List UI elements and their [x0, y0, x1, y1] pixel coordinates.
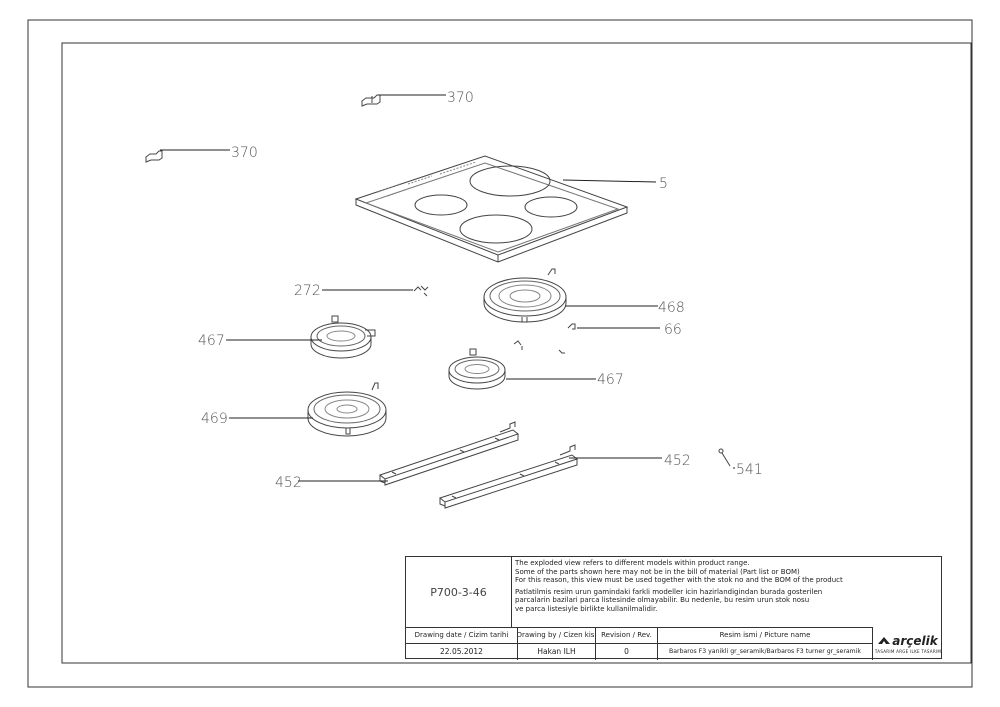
note-en-1: The exploded view refers to different mo… — [515, 559, 750, 567]
part-541-screw — [718, 448, 731, 467]
row-divider — [406, 627, 873, 628]
title-block: P700-3-46 The exploded view refers to di… — [405, 556, 943, 660]
part-467-heater-left — [310, 315, 376, 359]
part-5-hob-glass — [354, 155, 629, 263]
callout-467-centre: 467 — [597, 372, 624, 388]
logo-name: arçelik — [892, 633, 938, 648]
note-en-2: Some of the parts shown here may not be … — [515, 567, 800, 576]
drawing-code: P700-3-46 — [406, 557, 512, 627]
header-revision: Revision / Rev. — [596, 627, 658, 643]
logo-subtitle: TASARIM ARGE ILKE TASARIM — [874, 648, 942, 654]
header-drawing-date: Drawing date / Cizim tarihi — [406, 627, 518, 643]
callout-5: 5 — [659, 176, 668, 192]
part-452-bracket-lower — [378, 421, 520, 486]
notes: The exploded view refers to different mo… — [512, 557, 943, 627]
logo-mark-icon — [878, 636, 891, 644]
callout-370-left: 370 — [231, 145, 258, 161]
callout-66: 66 — [664, 322, 682, 338]
outer-frame — [27, 19, 973, 688]
part-272-clips — [413, 285, 429, 297]
note-tr-1: Patlatilmis resim urun gamindaki farkli … — [515, 587, 823, 596]
header-picture-name: Resim ismi / Picture name — [658, 627, 873, 643]
callout-468: 468 — [658, 300, 685, 316]
value-picture-name: Barbaros F3 yanikli gr_seramik/Barbaros … — [658, 643, 873, 660]
note-en-3: For this reason, this view must be used … — [515, 576, 843, 585]
part-469-heater — [307, 382, 387, 437]
value-revision: 0 — [596, 643, 658, 660]
part-370-left — [145, 150, 163, 163]
hob-zone-right — [524, 196, 578, 218]
value-drawn-by: Hakan ILH — [518, 643, 596, 660]
part-66-clips — [513, 323, 576, 354]
note-tr-2: parcalarin bazilari parca listesinde olm… — [515, 596, 810, 605]
value-drawing-date: 22.05.2012 — [406, 643, 518, 660]
callout-541: 541 — [736, 462, 763, 478]
hob-zone-rear — [469, 165, 551, 197]
callout-452-upper: 452 — [664, 453, 691, 469]
hob-zone-front — [459, 214, 533, 244]
header-drawn-by: Drawing by / Cizen kisi — [518, 627, 596, 643]
callout-370-top: 370 — [447, 90, 474, 106]
part-468-heater — [483, 268, 567, 323]
inner-frame — [61, 42, 972, 664]
part-452-bracket-upper — [438, 444, 579, 509]
callout-272: 272 — [294, 283, 321, 299]
row-divider — [406, 643, 873, 644]
hob-zone-left — [414, 194, 468, 216]
arcelik-logo: arçelik TASARIM ARGE ILKE TASARIM — [873, 627, 943, 660]
part-467-heater-centre — [448, 348, 506, 390]
callout-469: 469 — [201, 411, 228, 427]
callout-467-left: 467 — [198, 333, 225, 349]
note-tr-3: ve parca listesiyle birlikte kullanilmal… — [515, 604, 658, 613]
part-370-top — [361, 94, 381, 107]
callout-452-lower: 452 — [275, 475, 302, 491]
leader-5 — [562, 179, 657, 183]
